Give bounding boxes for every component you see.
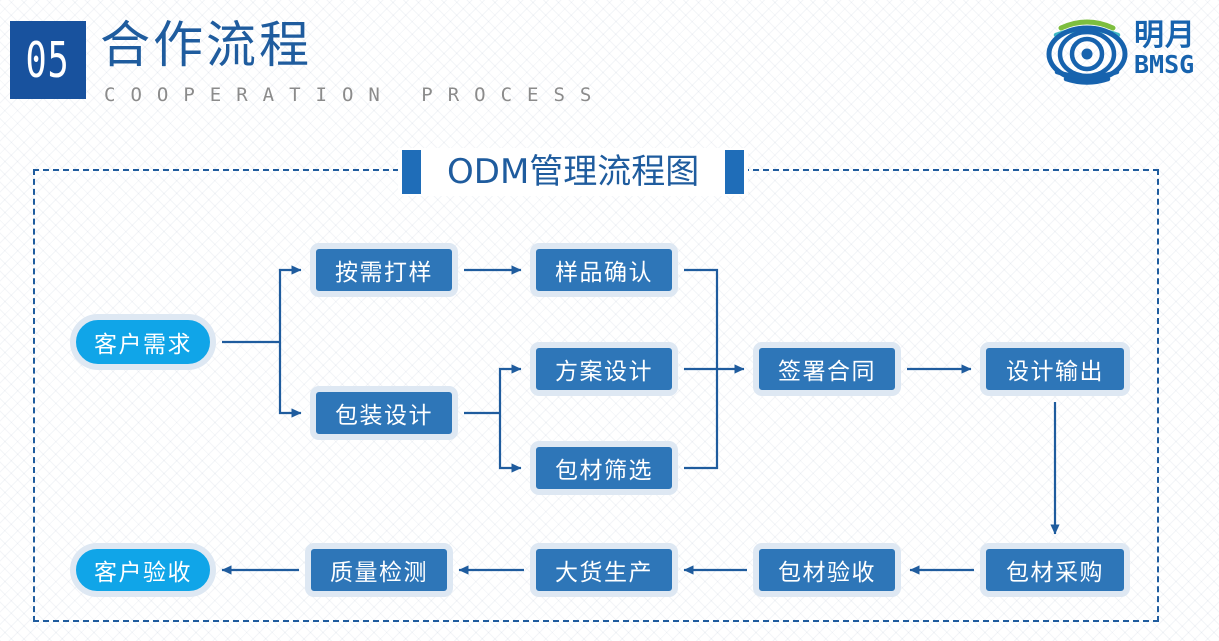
flow-node-label: 客户验收 bbox=[94, 560, 192, 586]
page-subtitle: COOPERATION PROCESS bbox=[104, 84, 607, 106]
flow-node-label: 客户需求 bbox=[94, 332, 192, 358]
flow-node-label: 包材采购 bbox=[1006, 560, 1104, 586]
company-logo: 明月 BMSG bbox=[1039, 14, 1211, 86]
section-number-badge: 05 bbox=[10, 21, 86, 99]
flow-node-label: 签署合同 bbox=[778, 359, 876, 385]
flow-node-n1[interactable]: 客户需求 bbox=[70, 314, 216, 370]
logo-name-zh: 明月 bbox=[1134, 18, 1196, 53]
section-number: 05 bbox=[26, 31, 70, 89]
flow-node-label: 包材验收 bbox=[778, 560, 876, 586]
flow-node-label: 按需打样 bbox=[335, 260, 433, 286]
flow-node-n3[interactable]: 样品确认 bbox=[530, 243, 678, 297]
flow-node-label: 包装设计 bbox=[335, 403, 433, 429]
flow-node-label: 样品确认 bbox=[555, 260, 653, 286]
flow-node-label: 方案设计 bbox=[555, 359, 653, 385]
flow-node-label: 质量检测 bbox=[330, 560, 428, 586]
flow-node-n5[interactable]: 方案设计 bbox=[530, 342, 678, 396]
flow-node-label: 大货生产 bbox=[555, 560, 653, 586]
title-accent-bar-left bbox=[402, 150, 421, 194]
flow-node-n11[interactable]: 大货生产 bbox=[530, 543, 678, 597]
chart-title-text: ODM管理流程图 bbox=[447, 152, 700, 192]
flow-node-n6[interactable]: 包材筛选 bbox=[530, 441, 678, 495]
flow-node-n8[interactable]: 设计输出 bbox=[980, 342, 1130, 396]
title-accent-bar-right bbox=[725, 150, 745, 194]
flow-node-label: 包材筛选 bbox=[555, 458, 653, 484]
chart-title: ODM管理流程图 bbox=[398, 148, 749, 196]
flow-node-label: 设计输出 bbox=[1006, 359, 1104, 385]
flow-node-n9[interactable]: 包材采购 bbox=[980, 543, 1130, 597]
flow-node-n2[interactable]: 按需打样 bbox=[310, 243, 458, 297]
logo-name-en: BMSG bbox=[1134, 49, 1195, 79]
flow-node-n13[interactable]: 客户验收 bbox=[70, 543, 216, 597]
flow-node-n7[interactable]: 签署合同 bbox=[753, 342, 901, 396]
page-title: 合作流程 bbox=[100, 16, 312, 74]
slide-header: 05 合作流程 COOPERATION PROCESS 明月 BMSG bbox=[0, 0, 1219, 130]
flow-node-n12[interactable]: 质量检测 bbox=[305, 543, 453, 597]
flow-node-n10[interactable]: 包材验收 bbox=[753, 543, 901, 597]
flow-node-n4[interactable]: 包装设计 bbox=[310, 386, 458, 440]
